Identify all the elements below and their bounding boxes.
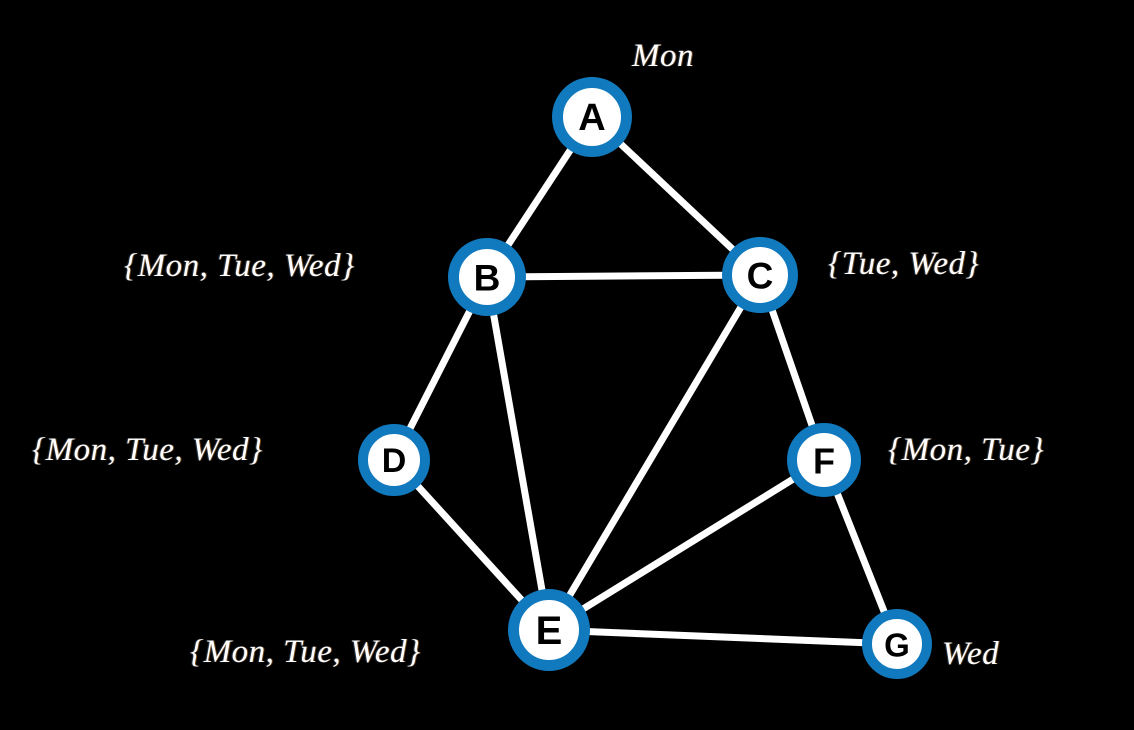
edge-b-e: [483, 273, 553, 634]
node-f[interactable]: F: [787, 423, 861, 497]
domain-label-a: Mon: [632, 38, 694, 74]
domain-label-f: {Mon, Tue}: [888, 432, 1045, 468]
node-g[interactable]: G: [862, 609, 932, 679]
node-circle-a[interactable]: [552, 77, 632, 157]
node-letter-d: D: [382, 442, 407, 480]
domain-label-b: {Mon, Tue, Wed}: [124, 248, 355, 284]
node-circle-e[interactable]: [508, 589, 590, 671]
node-e[interactable]: E: [508, 589, 590, 671]
edge-e-g: [545, 626, 901, 648]
node-a[interactable]: A: [552, 77, 632, 157]
node-circle-c[interactable]: [722, 237, 798, 313]
edge-c-e: [545, 271, 764, 634]
node-letter-e: E: [536, 609, 563, 653]
edge-e-f: [545, 456, 828, 634]
node-letter-f: F: [813, 441, 835, 482]
node-letter-c: C: [747, 256, 774, 297]
domain-label-e: {Mon, Tue, Wed}: [190, 634, 421, 670]
edges-group: [390, 113, 901, 648]
domain-label-c: {Tue, Wed}: [828, 246, 980, 282]
edge-b-c: [483, 271, 764, 281]
nodes-group: A B C D E F G: [358, 77, 932, 679]
node-d[interactable]: D: [358, 424, 430, 496]
domain-label-d: {Mon, Tue, Wed}: [32, 432, 263, 468]
node-letter-g: G: [884, 627, 910, 664]
node-circle-g[interactable]: [862, 609, 932, 679]
node-letter-b: B: [474, 258, 501, 299]
node-letter-a: A: [578, 97, 605, 139]
node-b[interactable]: B: [448, 238, 526, 316]
node-circle-d[interactable]: [358, 424, 430, 496]
domain-label-g: Wed: [942, 636, 1000, 672]
node-circle-f[interactable]: [787, 423, 861, 497]
node-circle-b[interactable]: [448, 238, 526, 316]
node-c[interactable]: C: [722, 237, 798, 313]
